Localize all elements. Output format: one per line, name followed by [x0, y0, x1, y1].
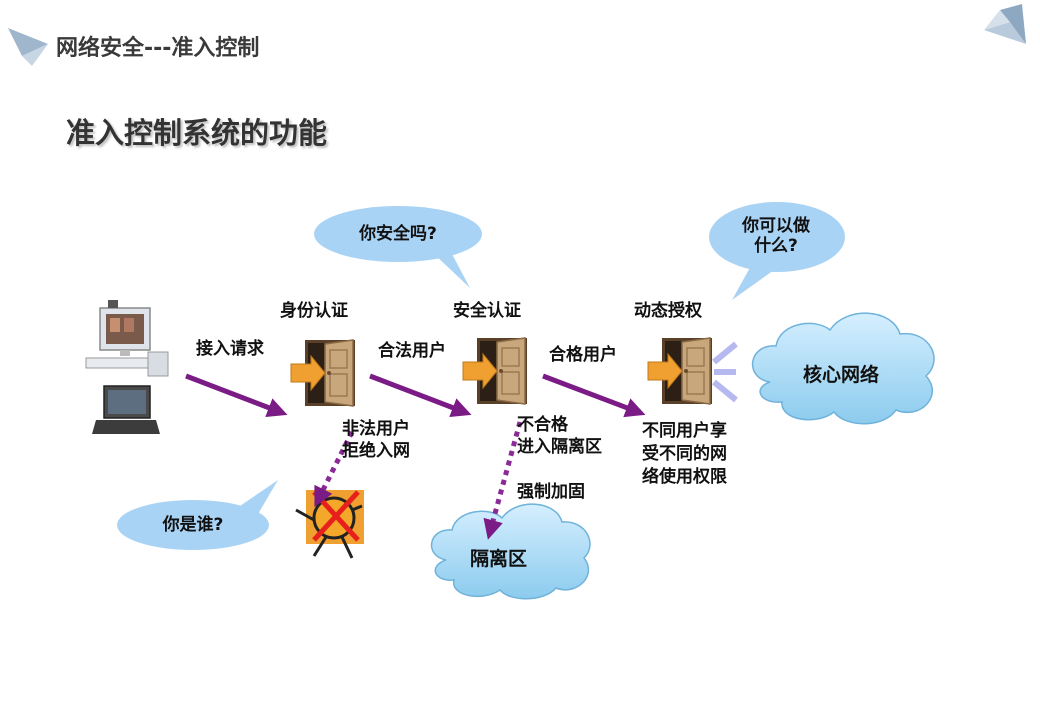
enforce-label: 强制加固 — [517, 482, 585, 502]
door-identity-icon — [290, 339, 356, 407]
bubble-safe-text: 你安全吗? — [359, 224, 437, 244]
header-decoration-left — [8, 28, 48, 66]
stage-label-security: 安全认证 — [453, 301, 521, 321]
illegal-user-line2: 拒绝入网 — [342, 441, 410, 461]
access-request-label: 接入请求 — [196, 339, 264, 359]
core-network-cloud — [752, 312, 935, 425]
header-title: 网络安全---准入控制 — [56, 36, 260, 61]
permission-rays — [712, 341, 738, 403]
unqualified-line2: 进入隔离区 — [517, 437, 602, 457]
flow-arrows — [185, 373, 646, 418]
laptop-icon — [92, 385, 160, 434]
stage-label-identity: 身份认证 — [280, 301, 348, 321]
bubble-who-text: 你是谁? — [162, 515, 224, 535]
qualified-user-label: 合格用户 — [549, 345, 617, 365]
legal-user-label: 合法用户 — [378, 341, 446, 361]
reject-arrows — [314, 421, 523, 540]
rejected-user-icon — [295, 490, 364, 559]
slide-title: 准入控制系统的功能 — [66, 116, 328, 150]
diff-permission-line1: 不同用户享 — [642, 421, 727, 441]
quarantine-cloud — [430, 503, 591, 600]
core-network-label: 核心网络 — [803, 364, 880, 386]
speech-bubble-what — [709, 202, 845, 300]
diff-permission-line3: 络使用权限 — [642, 467, 727, 487]
door-authorization-icon — [647, 337, 713, 405]
door-security-icon — [462, 337, 528, 405]
illegal-user-line1: 非法用户 — [342, 419, 410, 439]
stage-label-authorization: 动态授权 — [634, 301, 702, 321]
diff-permission-line2: 受不同的网 — [642, 444, 727, 464]
header-decoration-right — [984, 4, 1026, 44]
unqualified-line1: 不合格 — [517, 415, 568, 435]
desktop-computer-icon — [85, 300, 169, 377]
quarantine-label: 隔离区 — [470, 548, 528, 570]
bubble-what-line2: 什么? — [754, 236, 798, 256]
speech-bubble-who — [117, 480, 278, 550]
bubble-what-line1: 你可以做 — [742, 216, 810, 236]
speech-bubble-safe — [314, 206, 482, 288]
